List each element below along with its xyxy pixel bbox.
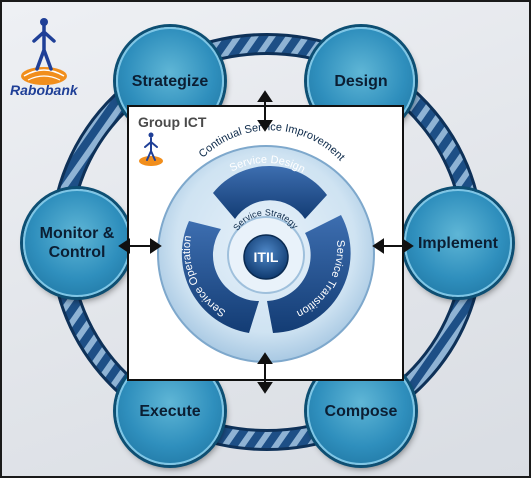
group-ict-title: Group ICT <box>138 114 207 130</box>
monitor-label-line2: Control <box>48 244 106 261</box>
monitor-control-node[interactable]: Monitor & Control <box>23 189 131 297</box>
double-arrow-icon-bottom <box>257 352 273 394</box>
itil-core <box>243 234 289 280</box>
double-arrow-icon-top <box>257 90 273 132</box>
double-arrow-icon-right <box>372 238 414 254</box>
rabobank-logo <box>21 18 67 85</box>
itil-wheel: Continual Service Improvement Service De… <box>139 121 375 363</box>
group-ict-logo-icon <box>139 132 163 166</box>
double-arrow-icon-left <box>118 238 162 254</box>
service-design-segment <box>213 165 327 219</box>
implement-node[interactable]: Implement <box>404 189 512 297</box>
execute-label: Execute <box>139 402 201 420</box>
monitor-label-line1: Monitor & <box>39 225 115 242</box>
compose-label: Compose <box>324 402 398 420</box>
design-label: Design <box>334 72 388 90</box>
implement-label: Implement <box>417 234 498 252</box>
itil-center-label: ITIL <box>254 249 279 265</box>
brand-name: Rabobank <box>10 82 78 98</box>
service-transition-segment <box>267 215 351 333</box>
service-operation-segment <box>181 221 259 333</box>
strategize-label: Strategize <box>131 72 209 90</box>
